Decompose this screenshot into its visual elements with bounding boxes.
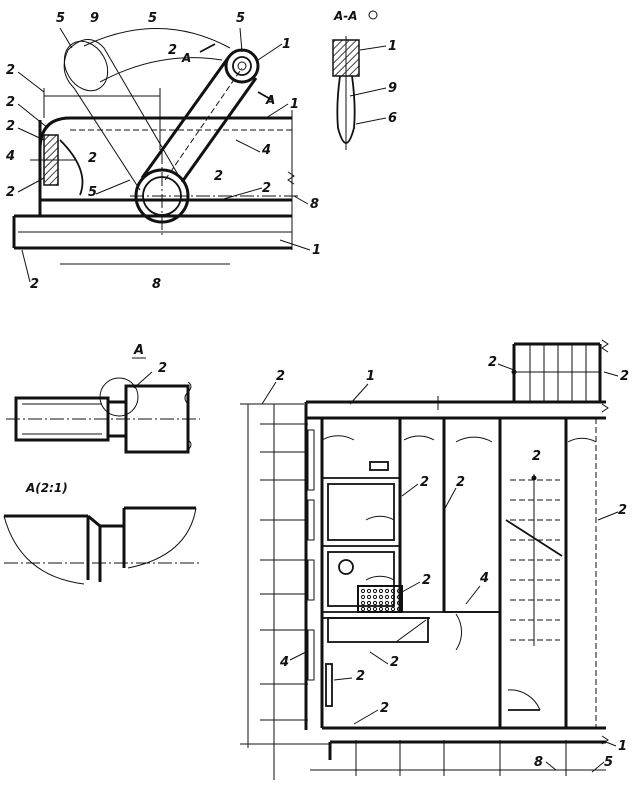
label: 2 xyxy=(168,43,177,58)
label: 2 xyxy=(618,503,627,518)
label: 2 xyxy=(620,369,629,384)
label: 1 xyxy=(290,97,299,112)
label: 2 xyxy=(6,63,15,78)
label: 2 xyxy=(356,669,365,684)
label: 9 xyxy=(388,81,397,96)
label: 4 xyxy=(479,571,489,586)
label: 2 xyxy=(532,449,541,464)
label: 2 xyxy=(214,169,223,184)
label: 1 xyxy=(388,39,397,54)
label: 6 xyxy=(388,111,397,126)
label: 5 xyxy=(148,11,157,26)
mechanism-figure xyxy=(12,28,300,250)
label: 4 xyxy=(261,143,271,158)
label: 2 xyxy=(276,369,285,384)
label: 4 xyxy=(279,655,289,670)
label: 2 xyxy=(420,475,429,490)
shaft-figure: А 2 А(2:1) xyxy=(3,343,200,585)
label: 1 xyxy=(282,37,291,52)
label: 2 xyxy=(456,475,465,490)
label: 8 xyxy=(310,197,319,212)
label: 5 xyxy=(56,11,65,26)
label: 9 xyxy=(90,11,99,26)
label: 2 xyxy=(6,185,15,200)
label: 2 xyxy=(422,573,431,588)
detail-mark: А xyxy=(133,343,144,358)
label: 1 xyxy=(366,369,375,384)
section-mark: А xyxy=(265,93,275,107)
label: 2 xyxy=(262,181,271,196)
label: 4 xyxy=(5,149,15,164)
interior-stair xyxy=(505,474,563,646)
exterior-stair xyxy=(511,342,602,402)
label: 5 xyxy=(604,755,613,770)
label: 1 xyxy=(312,243,321,258)
detail-caption: А(2:1) xyxy=(25,481,68,495)
label: 2 xyxy=(30,277,39,292)
label: 8 xyxy=(534,755,543,770)
floor-plan-figure: 2 1 2 2 2 2 2 2 2 4 4 2 2 2 1 8 5 xyxy=(240,339,629,780)
label: 2 xyxy=(158,361,167,376)
label: 2 xyxy=(390,655,399,670)
label: 1 xyxy=(618,739,627,754)
section-title: А-А xyxy=(333,9,358,23)
label: 2 xyxy=(488,355,497,370)
section-aa-detail xyxy=(332,10,378,150)
label: 8 xyxy=(152,277,161,292)
label: 2 xyxy=(6,119,15,134)
label: 5 xyxy=(88,185,97,200)
mechanism-leaders xyxy=(17,27,387,283)
mechanism-labels: 5 9 5 2 5 1 2 2 2 4 2 2 1 4 2 2 5 8 1 2 … xyxy=(5,9,397,292)
label: 2 xyxy=(88,151,97,166)
label: 2 xyxy=(380,701,389,716)
label: 5 xyxy=(236,11,245,26)
section-mark: А xyxy=(181,51,191,65)
label: 2 xyxy=(6,95,15,110)
